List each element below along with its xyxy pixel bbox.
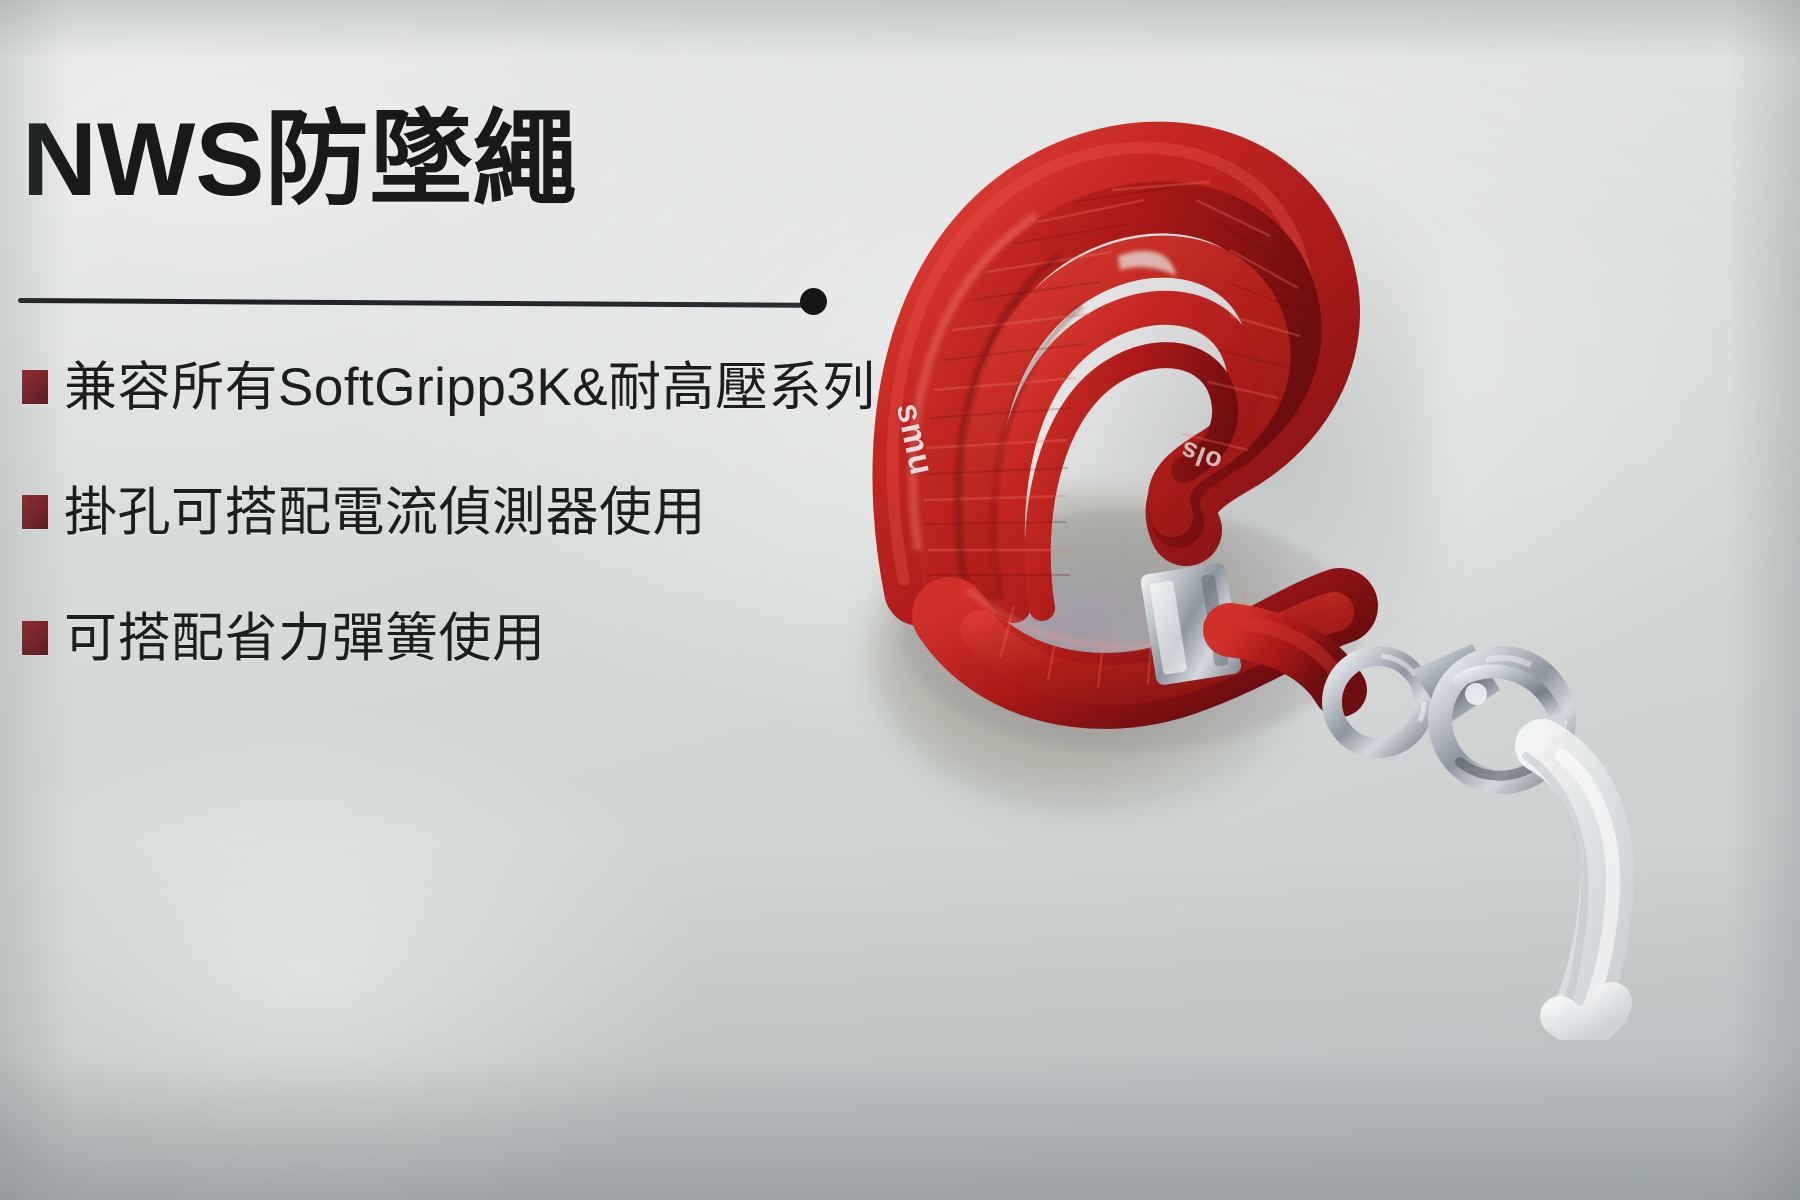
list-item: 兼容所有SoftGripp3K&耐高壓系列 xyxy=(22,358,875,417)
feature-text: 可搭配省力彈簧使用 xyxy=(64,609,546,668)
d-ring xyxy=(1322,646,1434,758)
feature-text: 掛孔可搭配電流偵測器使用 xyxy=(64,483,706,542)
bullet-square-icon xyxy=(22,370,48,404)
bullet-square-icon xyxy=(22,495,48,530)
list-item: 掛孔可搭配電流偵測器使用 xyxy=(22,483,782,542)
bullet-square-icon xyxy=(22,620,48,655)
strap-coil xyxy=(872,121,1360,626)
leader-dot-icon xyxy=(800,288,827,315)
lanyard-illustration xyxy=(872,121,1634,1040)
snap-hook xyxy=(1412,644,1576,794)
product-photo: smu ols xyxy=(800,30,1800,1040)
page-title: NWS防墜繩 xyxy=(22,108,577,212)
clear-loop-strap xyxy=(1515,719,1634,1040)
list-item: 可搭配省力彈簧使用 xyxy=(22,609,782,668)
text-column: NWS防墜繩 兼容所有SoftGripp3K&耐高壓系列 掛孔可搭配電流偵測器使… xyxy=(0,0,875,1200)
leader-annotation xyxy=(17,286,827,315)
feature-text: 兼容所有SoftGripp3K&耐高壓系列 xyxy=(64,358,876,417)
feature-list: 兼容所有SoftGripp3K&耐高壓系列 掛孔可搭配電流偵測器使用 可搭配省力… xyxy=(22,358,875,734)
